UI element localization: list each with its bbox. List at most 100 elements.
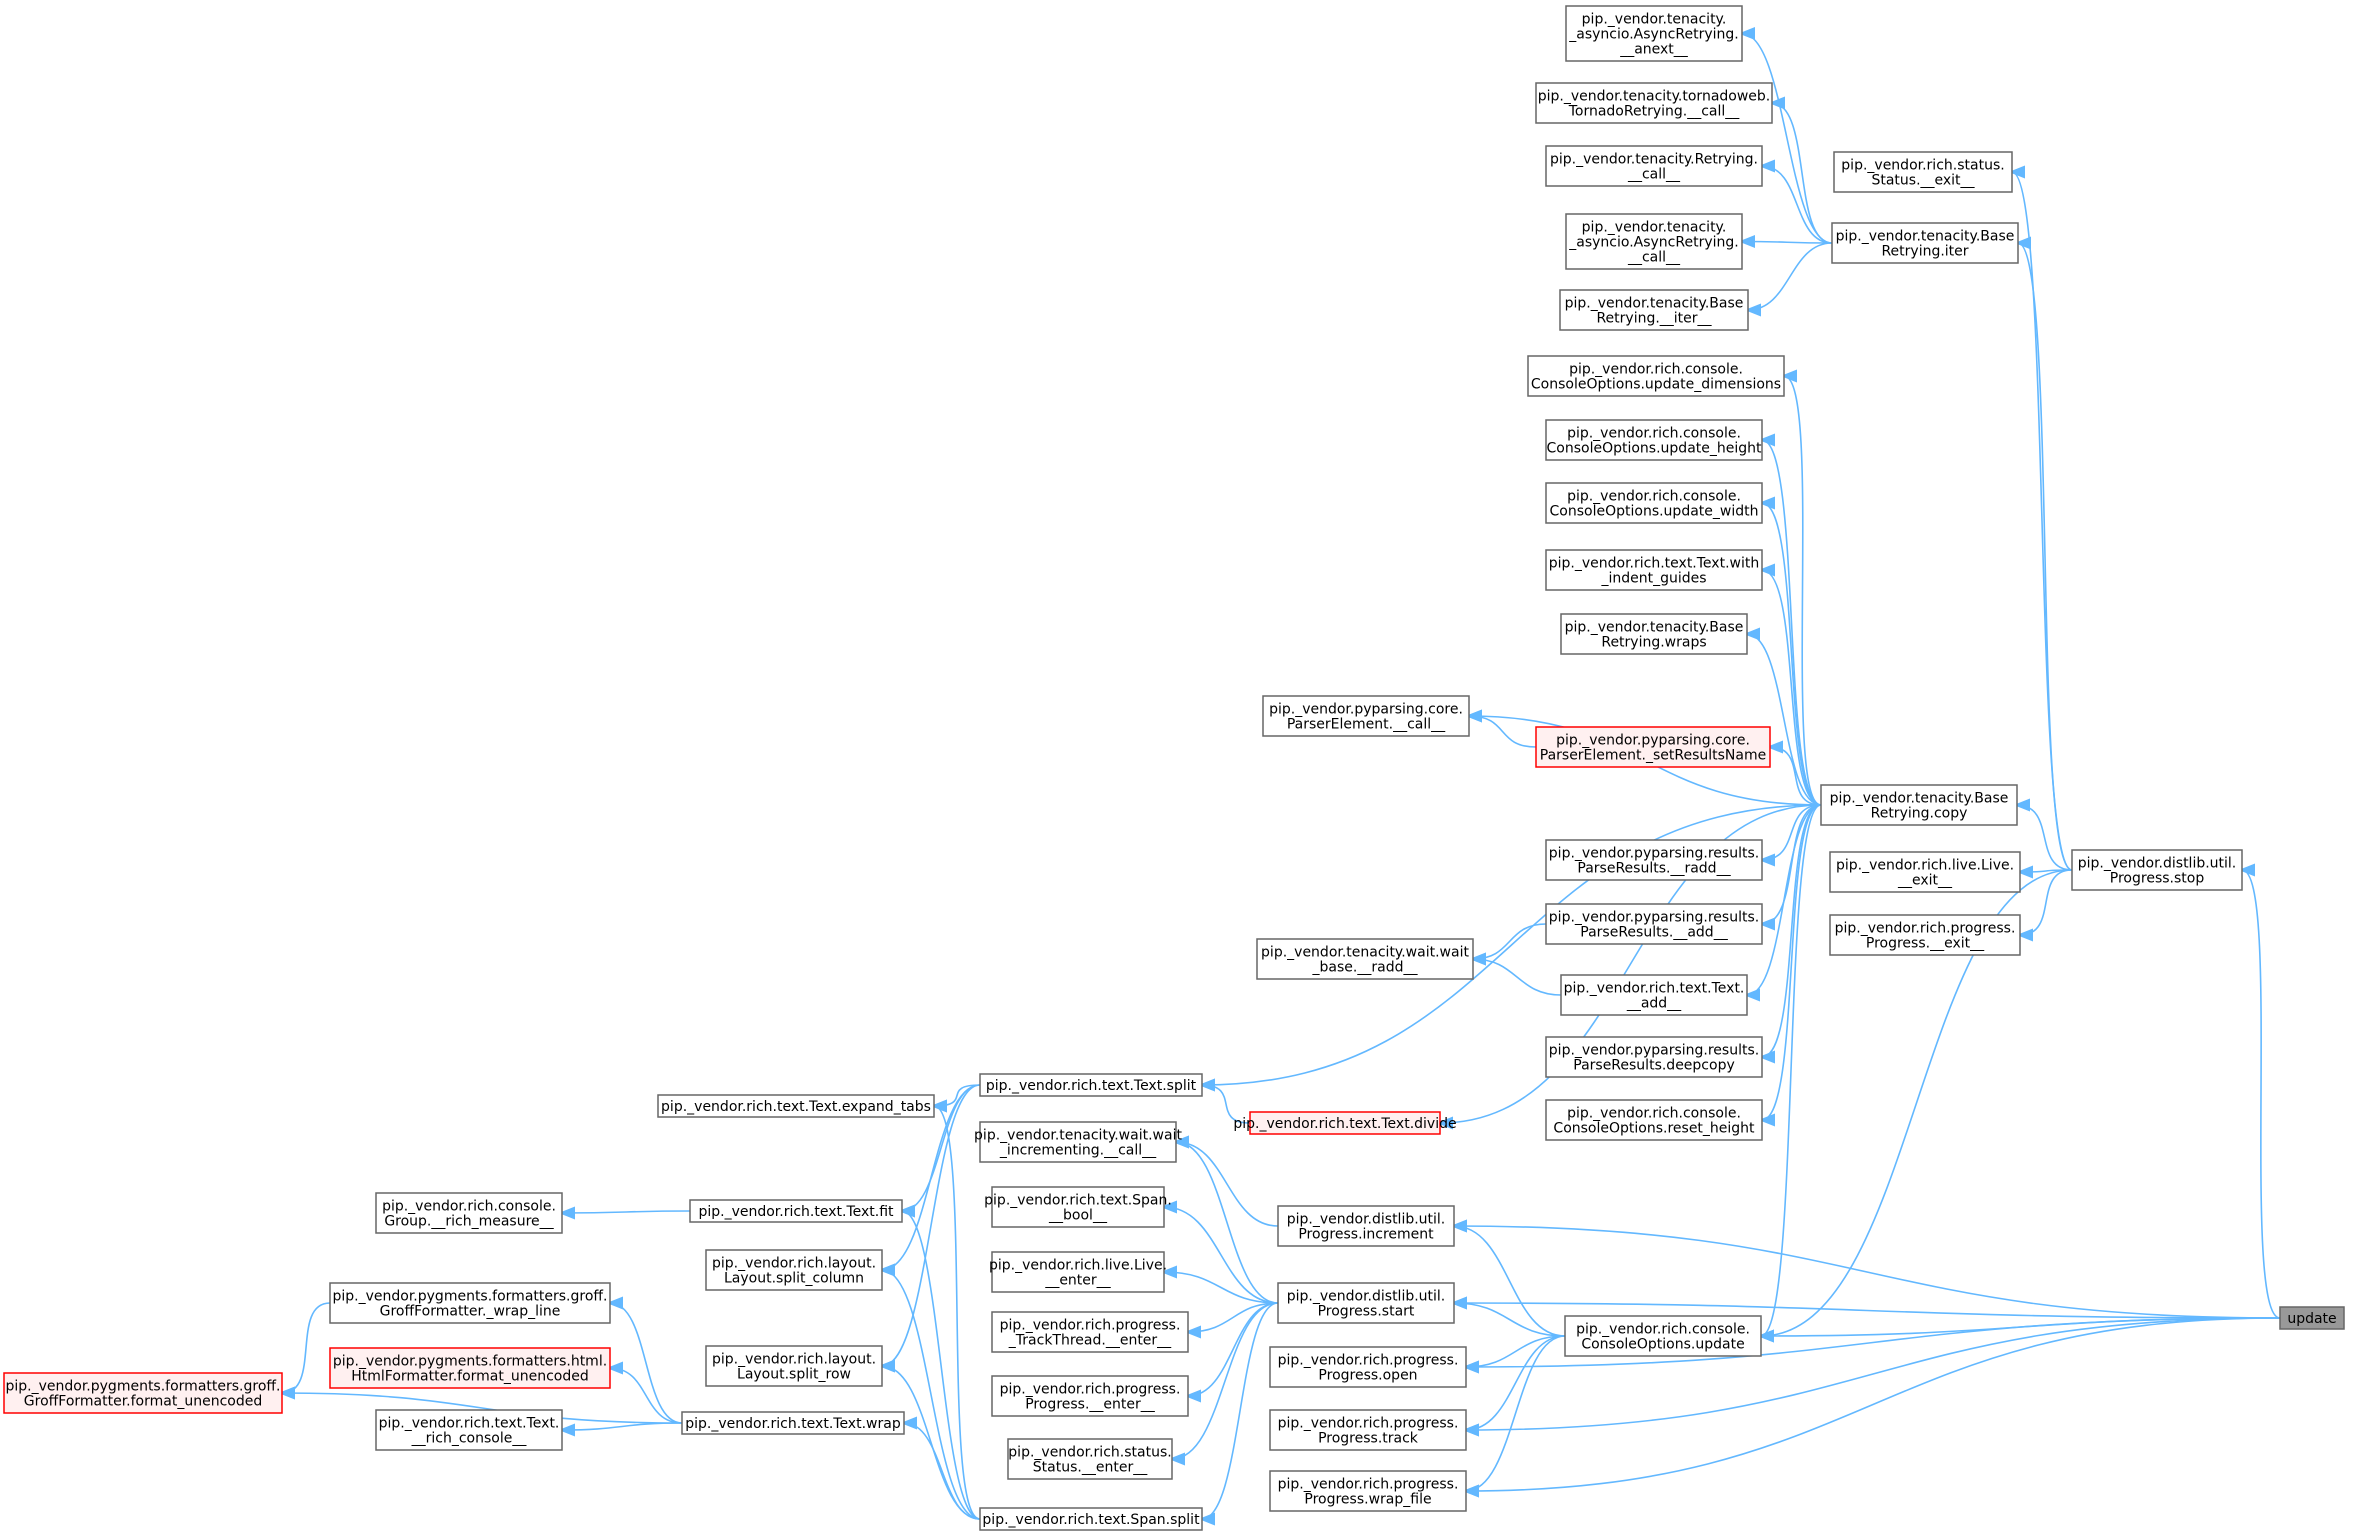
graph-node-pip-vendor-pygments-formatters-groff-groffformatter-wrap-lin[interactable]: pip._vendor.pygments.formatters.groff.Gr… — [329, 1282, 611, 1324]
node-box — [375, 1192, 563, 1234]
graph-node-pip-vendor-rich-live-live-enter[interactable]: pip._vendor.rich.live.Live.__enter__ — [989, 1251, 1167, 1293]
node-box — [1277, 1205, 1455, 1247]
graph-node-pip-vendor-pyparsing-core-parserelement-setresultsname[interactable]: pip._vendor.pyparsing.core.ParserElement… — [1535, 726, 1771, 768]
call-nodes: pip._vendor.tenacity._asyncio.AsyncRetry… — [3, 5, 2345, 1531]
node-label-line: Retrying.__iter__ — [1596, 311, 1712, 327]
graph-node-pip-vendor-pyparsing-results-parseresults-add[interactable]: pip._vendor.pyparsing.results.ParseResul… — [1545, 903, 1763, 945]
graph-node-pip-vendor-rich-console-group-rich-measure[interactable]: pip._vendor.rich.console.Group.__rich_me… — [375, 1192, 563, 1234]
graph-node-pip-vendor-rich-progress-progress-track[interactable]: pip._vendor.rich.progress.Progress.track — [1269, 1409, 1467, 1451]
call-edge-n45-n39 — [1466, 1317, 2281, 1430]
graph-node-pip-vendor-pygments-formatters-html-htmlformatter-format-une[interactable]: pip._vendor.pygments.formatters.html.Htm… — [329, 1347, 611, 1389]
node-label-line: pip._vendor.pyparsing.core. — [1556, 733, 1750, 749]
call-edge-n33-n50 — [882, 1270, 981, 1520]
node-label-line: pip._vendor.rich.layout. — [712, 1352, 876, 1368]
graph-node-pip-vendor-tenacity-wait-wait-incrementing-call[interactable]: pip._vendor.tenacity.wait.wait_increment… — [974, 1121, 1182, 1163]
call-edge-n27-n15 — [1440, 804, 1822, 1123]
graph-node-pip-vendor-distlib-util-progress-stop[interactable]: pip._vendor.distlib.util.Progress.stop — [2071, 849, 2243, 891]
graph-node-pip-vendor-rich-text-span-split[interactable]: pip._vendor.rich.text.Span.split — [979, 1507, 1203, 1531]
graph-node-pip-vendor-tenacity-baseretrying-iter[interactable]: pip._vendor.tenacity.BaseRetrying.__iter… — [1559, 289, 1749, 331]
node-label-line: pip._vendor.rich.text.Text.split — [986, 1078, 1197, 1094]
node-label-line: _asyncio.AsyncRetrying. — [1568, 235, 1738, 251]
node-box — [1277, 1282, 1455, 1324]
graph-node-pip-vendor-rich-progress-progress-wrap-file[interactable]: pip._vendor.rich.progress.Progress.wrap_… — [1269, 1470, 1467, 1512]
call-edge-n12-n15 — [1747, 634, 1822, 806]
node-label-line: __anext__ — [1619, 42, 1689, 58]
graph-node-pip-vendor-rich-text-text-expand-tabs[interactable]: pip._vendor.rich.text.Text.expand_tabs — [657, 1094, 935, 1118]
node-box — [979, 1073, 1203, 1097]
graph-node-pip-vendor-tenacity-tornadoweb-tornadoretrying-call[interactable]: pip._vendor.tenacity.tornadoweb.TornadoR… — [1535, 82, 1773, 124]
graph-node-pip-vendor-tenacity-asyncio-asyncretrying-anext[interactable]: pip._vendor.tenacity._asyncio.AsyncRetry… — [1565, 5, 1743, 62]
node-box — [1545, 1099, 1763, 1141]
node-label-line: pip._vendor.rich.progress. — [1000, 1318, 1181, 1334]
node-label-line: pip._vendor.distlib.util. — [2078, 856, 2237, 872]
graph-node-pip-vendor-rich-progress-progress-exit[interactable]: pip._vendor.rich.progress.Progress.__exi… — [1829, 914, 2021, 956]
node-label-line: Status.__enter__ — [1033, 1460, 1148, 1476]
node-label-line: pip._vendor.pygments.formatters.groff. — [333, 1289, 608, 1305]
graph-node-pip-vendor-rich-text-span-bool[interactable]: pip._vendor.rich.text.Span.__bool__ — [984, 1186, 1172, 1228]
graph-node-pip-vendor-rich-console-consoleoptions-update-width[interactable]: pip._vendor.rich.console.ConsoleOptions.… — [1545, 482, 1763, 524]
call-edge-n40-n47 — [610, 1368, 683, 1424]
node-label-line: pip._vendor.rich.live.Live. — [1836, 858, 2014, 874]
graph-node-pip-vendor-pygments-formatters-groff-groffformatter-format-u[interactable]: pip._vendor.pygments.formatters.groff.Gr… — [3, 1372, 283, 1414]
graph-node-pip-vendor-pyparsing-results-parseresults-deepcopy[interactable]: pip._vendor.pyparsing.results.ParseResul… — [1545, 1036, 1763, 1078]
graph-node-pip-vendor-rich-text-text-fit[interactable]: pip._vendor.rich.text.Text.fit — [689, 1199, 903, 1223]
graph-node-pip-vendor-rich-progress-progress-open[interactable]: pip._vendor.rich.progress.Progress.open — [1269, 1346, 1467, 1388]
graph-node-pip-vendor-rich-layout-layout-split-row[interactable]: pip._vendor.rich.layout.Layout.split_row — [705, 1345, 883, 1387]
node-box — [1833, 151, 2013, 193]
graph-node-pip-vendor-rich-console-consoleoptions-update[interactable]: pip._vendor.rich.console.ConsoleOptions.… — [1564, 1315, 1762, 1357]
node-box — [1249, 1111, 1441, 1135]
node-label-line: pip._vendor.rich.text.Text.divide — [1233, 1116, 1456, 1132]
graph-node-pip-vendor-rich-text-text-with-indent-guides[interactable]: pip._vendor.rich.text.Text.with_indent_g… — [1545, 549, 1763, 591]
graph-node-pip-vendor-rich-text-text-rich-console[interactable]: pip._vendor.rich.text.Text.__rich_consol… — [375, 1409, 563, 1451]
graph-node-pip-vendor-rich-status-status-exit[interactable]: pip._vendor.rich.status.Status.__exit__ — [1833, 151, 2013, 193]
graph-node-pip-vendor-rich-progress-trackthread-enter[interactable]: pip._vendor.rich.progress._TrackThread._… — [991, 1311, 1189, 1353]
node-box — [991, 1311, 1189, 1353]
graph-node-pip-vendor-rich-progress-progress-enter[interactable]: pip._vendor.rich.progress.Progress.__ent… — [991, 1375, 1189, 1417]
node-box — [1820, 784, 2018, 826]
call-edge-n15-n18 — [2017, 805, 2073, 871]
graph-node-pip-vendor-rich-layout-layout-split-column[interactable]: pip._vendor.rich.layout.Layout.split_col… — [705, 1249, 883, 1291]
graph-node-pip-vendor-rich-console-consoleoptions-update-height[interactable]: pip._vendor.rich.console.ConsoleOptions.… — [1545, 419, 1763, 461]
node-label-line: pip._vendor.rich.text.Text. — [1564, 981, 1745, 997]
call-edge-n43-n50 — [882, 1366, 981, 1520]
graph-node-pip-vendor-rich-text-text-split[interactable]: pip._vendor.rich.text.Text.split — [979, 1073, 1203, 1097]
graph-node-pip-vendor-tenacity-wait-wait-base-radd[interactable]: pip._vendor.tenacity.wait.wait_base.__ra… — [1256, 938, 1474, 980]
node-box — [1269, 1470, 1467, 1512]
call-edge-n42-n36 — [282, 1302, 331, 1393]
node-label-line: pip._vendor.pyparsing.results. — [1549, 846, 1759, 862]
node-box — [1535, 726, 1771, 768]
graph-node-pip-vendor-rich-text-text-add[interactable]: pip._vendor.rich.text.Text.__add__ — [1560, 974, 1748, 1016]
graph-node-pip-vendor-rich-console-consoleoptions-reset-height[interactable]: pip._vendor.rich.console.ConsoleOptions.… — [1545, 1099, 1763, 1141]
call-edge-n28-n35 — [1176, 1142, 1279, 1304]
node-label-line: pip._vendor.distlib.util. — [1287, 1212, 1446, 1228]
graph-node-pip-vendor-rich-live-live-exit[interactable]: pip._vendor.rich.live.Live.__exit__ — [1829, 851, 2021, 893]
call-edge-n45-n38 — [1466, 1335, 1566, 1430]
call-edge-n34-n35 — [1164, 1272, 1279, 1304]
node-label-line: pip._vendor.distlib.util. — [1287, 1289, 1446, 1305]
node-label-line: pip._vendor.rich.progress. — [1278, 1416, 1459, 1432]
graph-node-pip-vendor-tenacity-retrying-call[interactable]: pip._vendor.tenacity.Retrying.__call__ — [1545, 145, 1763, 187]
node-label-line: pip._vendor.rich.progress. — [1835, 921, 2016, 937]
node-box — [1545, 145, 1763, 187]
graph-node-pip-vendor-rich-text-text-wrap[interactable]: pip._vendor.rich.text.Text.wrap — [681, 1411, 905, 1435]
graph-node-pip-vendor-rich-console-consoleoptions-update-dimensions[interactable]: pip._vendor.rich.console.ConsoleOptions.… — [1527, 355, 1785, 397]
node-label-line: pip._vendor.rich.console. — [1569, 362, 1743, 378]
node-box — [681, 1411, 905, 1435]
graph-node-pip-vendor-rich-status-status-enter[interactable]: pip._vendor.rich.status.Status.__enter__ — [1007, 1438, 1173, 1480]
graph-node-pip-vendor-rich-text-text-divide[interactable]: pip._vendor.rich.text.Text.divide — [1233, 1111, 1457, 1135]
node-box — [705, 1249, 883, 1291]
node-label-line: Progress.wrap_file — [1304, 1492, 1431, 1508]
graph-node-update[interactable]: update — [2279, 1306, 2345, 1330]
graph-node-pip-vendor-distlib-util-progress-start[interactable]: pip._vendor.distlib.util.Progress.start — [1277, 1282, 1455, 1324]
call-edge-n41-n39 — [1466, 1317, 2281, 1367]
graph-node-pip-vendor-tenacity-asyncio-asyncretrying-call[interactable]: pip._vendor.tenacity._asyncio.AsyncRetry… — [1565, 213, 1743, 270]
graph-node-pip-vendor-pyparsing-core-parserelement-call[interactable]: pip._vendor.pyparsing.core.ParserElement… — [1262, 695, 1470, 737]
node-box — [657, 1094, 935, 1118]
graph-node-pip-vendor-pyparsing-results-parseresults-radd[interactable]: pip._vendor.pyparsing.results.ParseResul… — [1545, 839, 1763, 881]
graph-node-pip-vendor-distlib-util-progress-increment[interactable]: pip._vendor.distlib.util.Progress.increm… — [1277, 1205, 1455, 1247]
node-box — [991, 1251, 1165, 1293]
call-edge-n24-n27 — [1202, 1085, 1251, 1124]
